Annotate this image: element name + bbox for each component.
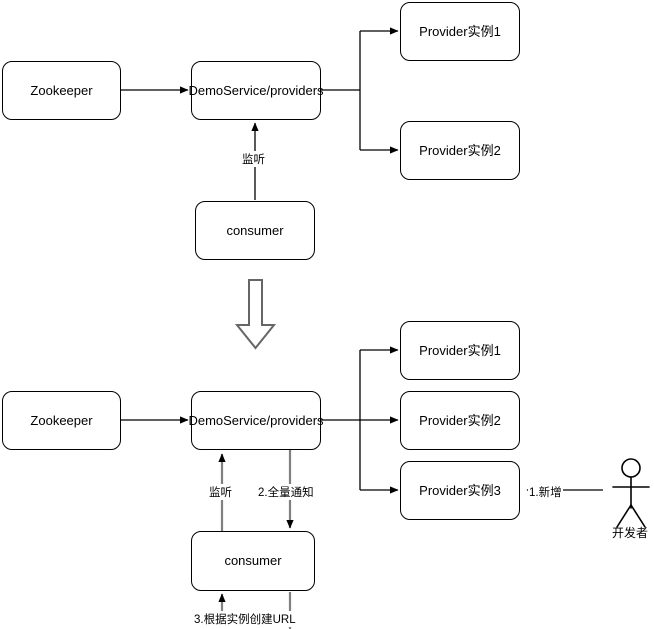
- node-label: consumer: [224, 553, 282, 569]
- node-bottom-zookeeper[interactable]: Zookeeper: [2, 391, 121, 450]
- node-top-provider-2[interactable]: Provider实例2: [400, 121, 520, 180]
- node-bottom-provider-1[interactable]: Provider实例1: [400, 321, 520, 380]
- node-top-provider-1[interactable]: Provider实例1: [400, 2, 520, 61]
- actor-label-developer: 开发者: [612, 526, 649, 540]
- node-label: Provider实例2: [419, 412, 501, 428]
- node-label: Zookeeper: [30, 82, 93, 98]
- node-label: DemoService/providers: [188, 82, 324, 98]
- node-bottom-consumer[interactable]: consumer: [191, 531, 315, 591]
- node-label: Provider实例2: [419, 142, 501, 158]
- down-block-arrow-icon: [234, 279, 277, 350]
- edge-label-bottom-full-notify: 2.全量通知: [257, 484, 315, 500]
- node-bottom-provider-2[interactable]: Provider实例2: [400, 391, 520, 450]
- node-label: DemoService/providers: [188, 412, 324, 428]
- node-label: consumer: [226, 222, 284, 238]
- edge-top-demoservice-to-providers: [321, 27, 399, 154]
- edge-bottom-demoservice-to-providers: [321, 346, 399, 494]
- node-label: Provider实例1: [419, 342, 501, 358]
- node-bottom-demoservice[interactable]: DemoService/providers: [188, 391, 324, 450]
- node-label: Zookeeper: [30, 412, 93, 428]
- node-top-consumer[interactable]: consumer: [195, 201, 315, 260]
- edge-label-bottom-listen: 监听: [208, 484, 233, 500]
- stick-figure-actor-icon: [612, 458, 650, 528]
- node-top-demoservice[interactable]: DemoService/providers: [188, 61, 324, 120]
- node-top-zookeeper[interactable]: Zookeeper: [2, 61, 121, 120]
- node-bottom-provider-3[interactable]: Provider实例3: [400, 461, 520, 520]
- node-label: Provider实例1: [419, 23, 501, 39]
- edge-label-top-listen: 监听: [241, 151, 266, 167]
- edge-label-bottom-add-new: 1.新增: [528, 484, 563, 500]
- node-label: Provider实例3: [419, 482, 501, 498]
- edge-label-bottom-create-url: 3.根据实例创建URL: [193, 611, 297, 627]
